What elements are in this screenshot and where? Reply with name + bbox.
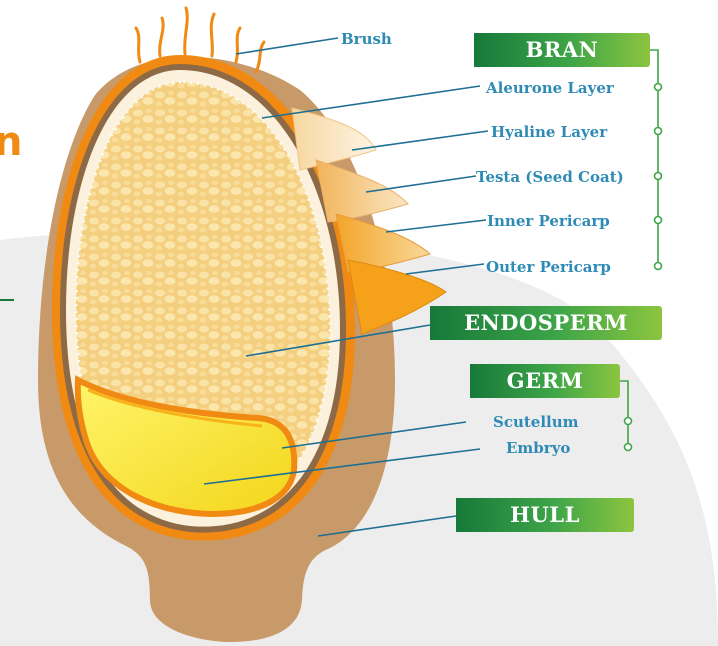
label-hyaline-layer: Hyaline Layer: [491, 123, 607, 141]
label-outer-pericarp: Outer Pericarp: [486, 258, 611, 276]
flake-testa: [316, 160, 408, 222]
label-scutellum: Scutellum: [493, 413, 579, 431]
left-edge-rule: [0, 299, 14, 301]
label-testa: Testa (Seed Coat): [476, 168, 624, 186]
flake-hyaline: [292, 108, 376, 170]
label-inner-pericarp: Inner Pericarp: [487, 212, 610, 230]
label-aleurone-layer: Aleurone Layer: [486, 79, 614, 97]
bran-bracket: [650, 50, 658, 268]
tag-germ: GERM: [470, 364, 620, 398]
tag-endosperm: ENDOSPERM: [430, 306, 662, 340]
label-brush: Brush: [341, 30, 392, 48]
tag-hull: HULL: [456, 498, 634, 532]
edge-glyph: n: [0, 122, 22, 162]
label-embryo: Embryo: [506, 439, 570, 457]
tag-bran: BRAN: [474, 33, 650, 67]
